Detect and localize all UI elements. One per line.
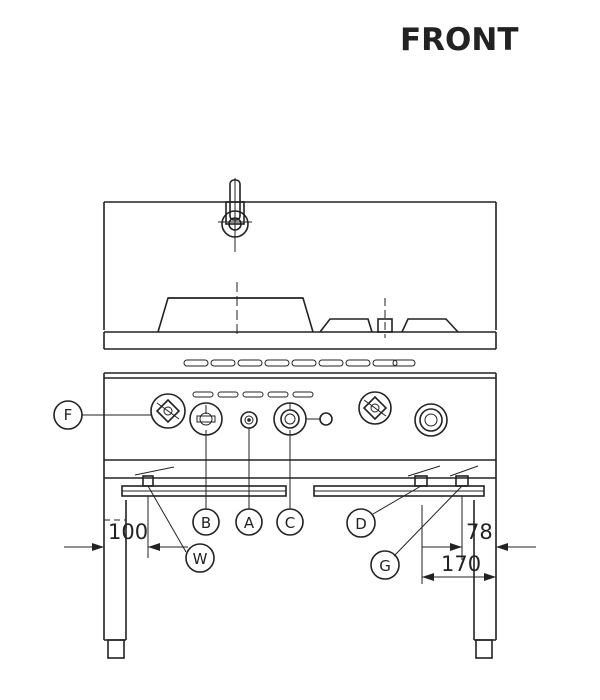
callout-label-b: B <box>201 514 211 532</box>
wok-pan <box>157 282 314 338</box>
dimension-label-right: 78 <box>466 520 493 544</box>
drip-tray-left <box>121 485 287 497</box>
worktop <box>103 331 497 350</box>
callout-label-f: F <box>64 406 73 424</box>
view-heading: FRONT <box>400 22 519 58</box>
connection-g <box>393 465 479 557</box>
pressure-gauge <box>414 403 448 437</box>
pilot-light-a <box>240 411 258 429</box>
gas-connection-d <box>372 465 441 515</box>
callout-f: F <box>53 400 83 430</box>
leg-right <box>473 478 497 659</box>
control-knob-f <box>150 393 186 429</box>
water-connection-w <box>134 466 187 553</box>
control-knob-right <box>358 391 392 425</box>
backsplash-panel <box>103 201 497 330</box>
callout-label-g: G <box>379 557 391 575</box>
dimension-right-span: 170 <box>421 505 497 584</box>
water-faucet <box>218 178 252 252</box>
callout-w: W <box>185 543 215 573</box>
callout-label-d: D <box>355 515 367 533</box>
leg-left <box>103 478 127 659</box>
callout-leaders <box>82 414 291 509</box>
callout-d: D <box>346 508 376 538</box>
dimension-left-offset: 100 <box>64 496 188 558</box>
callout-label-c: C <box>285 514 295 532</box>
control-knob-c <box>273 402 333 436</box>
callout-label-a: A <box>244 514 255 532</box>
burner-grate <box>319 298 459 338</box>
callout-label-w: W <box>193 550 208 568</box>
dimension-label-span: 170 <box>441 552 481 576</box>
dimension-right-offset: 78 <box>422 496 536 560</box>
callout-b: B <box>192 508 220 536</box>
vent-slots-upper <box>183 359 416 367</box>
callout-a: A <box>235 508 263 536</box>
callout-g: G <box>370 550 400 580</box>
control-panel <box>103 372 497 479</box>
dimension-label-left: 100 <box>108 520 148 544</box>
drip-tray-right <box>313 485 485 497</box>
callout-c: C <box>276 508 304 536</box>
